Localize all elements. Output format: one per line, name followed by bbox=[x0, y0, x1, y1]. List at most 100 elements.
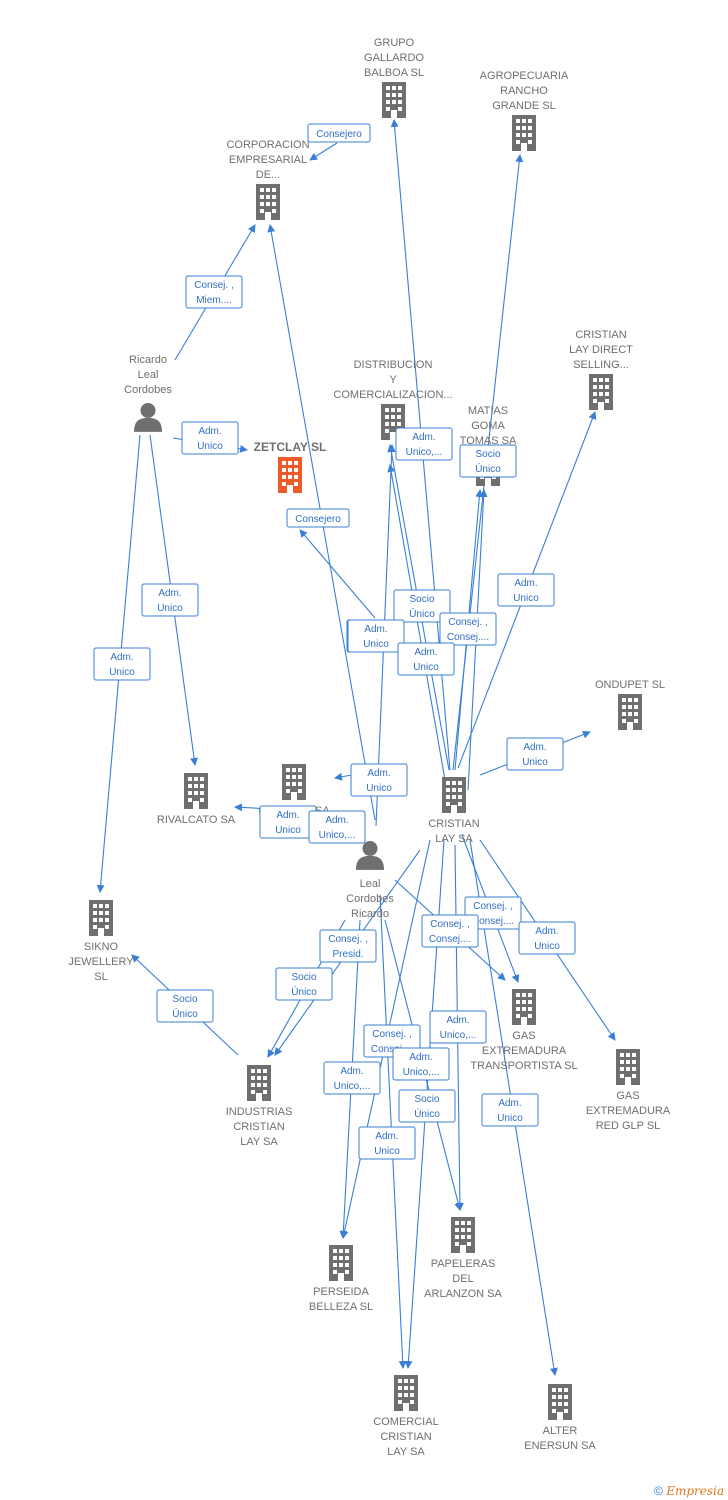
edge-label-text: Socio bbox=[172, 994, 197, 1005]
edge-label-text: Adm. bbox=[412, 432, 435, 443]
edge-label-20[interactable]: Adm.Unico bbox=[518, 921, 576, 955]
footer-credit[interactable]: © Empresia bbox=[654, 1484, 724, 1498]
node-label-line: AGROPECUARIA bbox=[480, 70, 569, 82]
edge-label-box bbox=[286, 508, 350, 528]
building-icon bbox=[278, 457, 302, 493]
edge-label-24[interactable]: Adm.Unico,... bbox=[323, 1061, 381, 1095]
edge-label-text: Adm. bbox=[446, 1015, 469, 1026]
node-label-line: Cordobes bbox=[346, 893, 394, 905]
node-label-line: CRISTIAN bbox=[428, 818, 479, 830]
edge-label-9[interactable]: Adm.Unico bbox=[259, 805, 317, 839]
edge-label-text: Unico bbox=[275, 825, 301, 836]
node-label-line: CORPORACION bbox=[226, 139, 309, 151]
node-label-line: Cordobes bbox=[124, 384, 172, 396]
edge-label-text: Único bbox=[475, 462, 501, 475]
edge-label-29[interactable]: Consej. ,Presid. bbox=[319, 929, 377, 963]
node-label-line: TOMAS SA bbox=[460, 435, 517, 447]
edge-label-text: Único bbox=[291, 985, 317, 998]
edge-label-26[interactable]: Consej. ,Consej.... bbox=[421, 914, 479, 948]
edge-label-text: Adm. bbox=[498, 1098, 521, 1109]
edge-label-text: Unico,... bbox=[403, 1067, 440, 1078]
building-icon bbox=[548, 1384, 572, 1420]
edge-label-22[interactable]: Adm.Unico bbox=[481, 1093, 539, 1127]
edge-label-text: Miem.... bbox=[196, 295, 232, 306]
edge-label-text: Adm. bbox=[158, 588, 181, 599]
node-label-line: GOMA bbox=[471, 420, 505, 432]
edge-label-box bbox=[323, 1061, 381, 1095]
edge-label-14[interactable]: Adm.Unico bbox=[506, 737, 564, 771]
node-corpo[interactable]: CORPORACIONEMPRESARIALDE... bbox=[226, 139, 310, 220]
edge-label-box bbox=[141, 583, 199, 617]
node-zetclay[interactable]: ZETCLAY SL bbox=[254, 440, 327, 493]
edge-label-4[interactable]: Adm. Unico,... bbox=[395, 427, 453, 461]
edge-label-text: Unico bbox=[109, 667, 135, 678]
edge-label-30[interactable]: Adm.Unico bbox=[358, 1126, 416, 1160]
node-rivalcato[interactable]: RIVALCATO SA bbox=[157, 773, 236, 826]
node-ondupet[interactable]: ONDUPET SL bbox=[595, 679, 665, 730]
node-label-line: Leal bbox=[360, 878, 381, 890]
edge-label-text: Unico bbox=[413, 662, 439, 673]
edge-label-8[interactable]: Adm.Unico bbox=[350, 763, 408, 797]
person-icon bbox=[134, 403, 162, 432]
edge-label-text: Adm. bbox=[414, 647, 437, 658]
edge-label-21[interactable]: Adm.Unico,... bbox=[429, 1010, 487, 1044]
edge-label-28[interactable]: Adm.Unico,... bbox=[392, 1047, 450, 1081]
edge-label-3[interactable]: Consejero bbox=[286, 508, 350, 528]
edge-label-text: Unico,... bbox=[334, 1081, 371, 1092]
node-label-line: RANCHO bbox=[500, 85, 548, 97]
edge-label-box bbox=[358, 1126, 416, 1160]
edge-label-1[interactable]: Consej. , Miem.... bbox=[185, 275, 243, 309]
edge-label-text: Unico,... bbox=[406, 447, 443, 458]
edge-label-16[interactable]: Consej. ,Consej.... bbox=[439, 612, 497, 646]
edge-label-box bbox=[464, 896, 522, 930]
edge-label-box bbox=[459, 444, 517, 478]
building-icon bbox=[282, 764, 306, 800]
edge-label-text: Consej. , bbox=[194, 280, 233, 291]
building-icon bbox=[382, 82, 406, 118]
edge-label-box bbox=[429, 1010, 487, 1044]
edge-label-text: Adm. bbox=[375, 1131, 398, 1142]
edge-label-19[interactable]: Consej. ,Consej.... bbox=[464, 896, 522, 930]
edge-label-text: Consej.... bbox=[371, 1044, 413, 1055]
edge-label-7[interactable]: Adm.Unico bbox=[93, 647, 151, 681]
edge-label-text: Consej. , bbox=[372, 1029, 411, 1040]
node-label-line: PAPELERAS bbox=[431, 1258, 496, 1270]
edge-label-box bbox=[397, 642, 455, 676]
edge-label-17[interactable]: Adm.Unico bbox=[347, 619, 405, 653]
node-distri[interactable]: DISTRIBUCIONYCOMERCIALIZACION... bbox=[333, 359, 453, 440]
edge-label-18[interactable]: Adm. Unico bbox=[397, 642, 455, 676]
edge-label-15[interactable]: Adm.Unico bbox=[497, 573, 555, 607]
edge-label-box bbox=[156, 989, 214, 1023]
building-icon bbox=[394, 1375, 418, 1411]
edge-label-text: Unico,... bbox=[319, 830, 356, 841]
edge-label-text: Socio bbox=[414, 1094, 439, 1105]
edge-label-0[interactable]: Consejero bbox=[307, 123, 371, 143]
edge-label-2[interactable]: Adm.Unico bbox=[181, 421, 239, 455]
building-icon bbox=[247, 1065, 271, 1101]
edge-label-13[interactable]: Adm.Unico,... bbox=[308, 810, 366, 844]
edge-label-box bbox=[398, 1089, 456, 1123]
edge-label-6[interactable]: Adm.Unico bbox=[141, 583, 199, 617]
node-label-line: TRANSPORTISTA SL bbox=[470, 1060, 577, 1072]
